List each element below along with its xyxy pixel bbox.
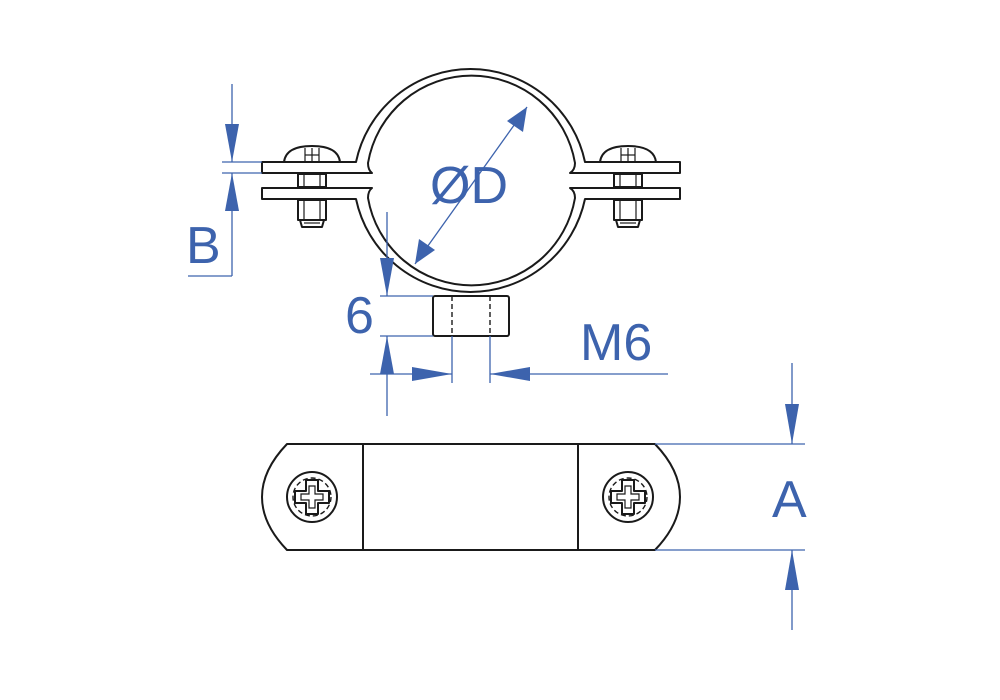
diameter-label: ØD: [430, 157, 508, 215]
clamp-front-view: [261, 68, 681, 337]
right-screw-side: [599, 145, 657, 228]
thread-label: M6: [580, 314, 652, 372]
clamp-top-view: [261, 443, 681, 551]
welded-nut: [432, 295, 510, 337]
clamp-lower-band: [261, 187, 681, 293]
a-label: A: [772, 471, 807, 529]
b-label: B: [186, 217, 221, 275]
left-screw-side: [283, 145, 341, 228]
dimension-diameter: ØD: [414, 106, 528, 265]
dimension-b: B: [186, 84, 262, 277]
nut-height-label: 6: [345, 287, 374, 345]
dimension-a: A: [655, 363, 807, 630]
clamp-upper-band: [261, 68, 681, 174]
right-screw-head-top: [602, 471, 654, 523]
left-screw-head-top: [286, 471, 338, 523]
dimension-nut-height: 6: [345, 212, 433, 416]
dimension-thread: M6: [370, 314, 668, 383]
